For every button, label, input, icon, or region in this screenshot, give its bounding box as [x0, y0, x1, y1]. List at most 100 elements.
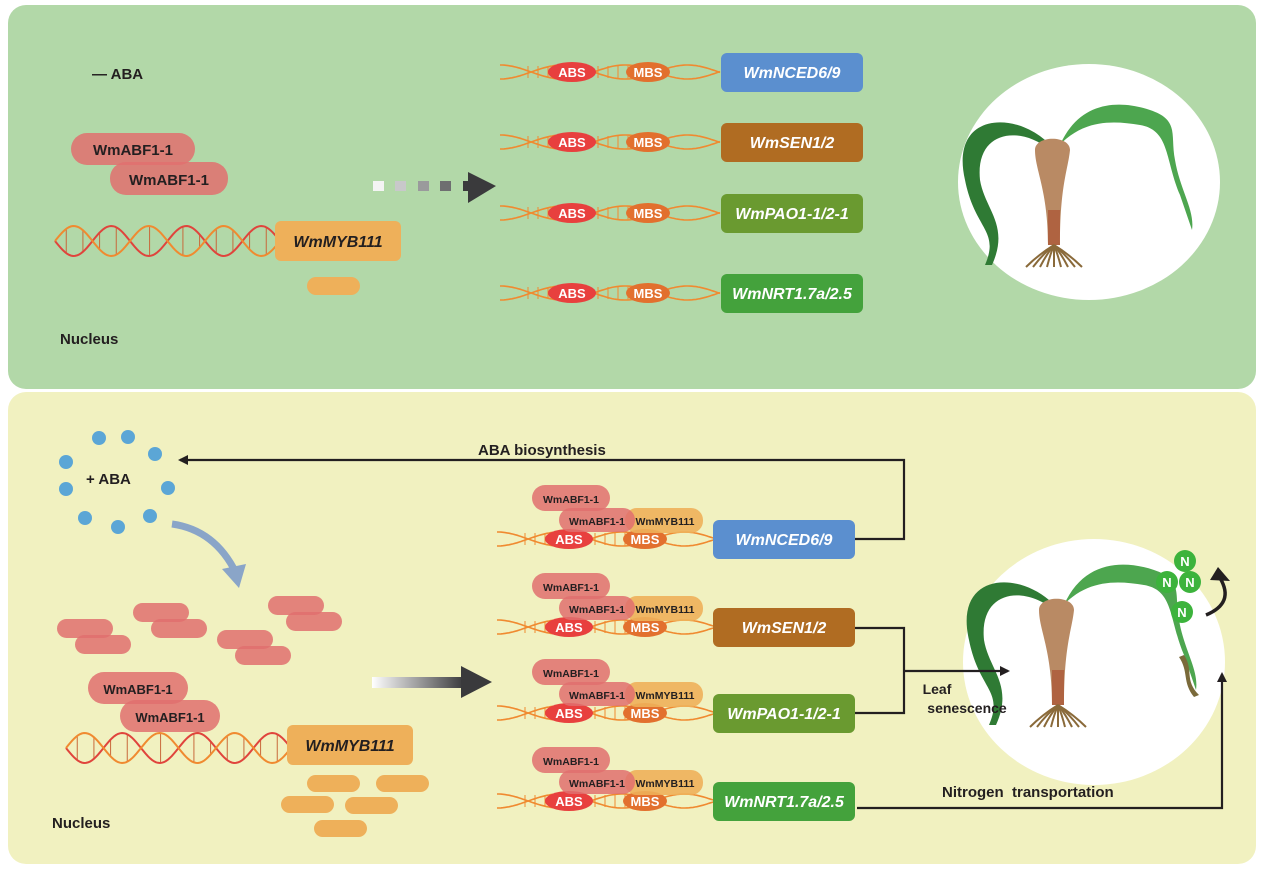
mbs-binding-site	[626, 132, 670, 152]
leaf-senescence-pathway: Leaf senescence	[855, 626, 1010, 716]
abs-site-label: ABS	[558, 286, 586, 301]
abf-protein-pill	[532, 659, 610, 685]
target-gene-box	[721, 194, 863, 233]
nitrogen-circle	[1156, 571, 1178, 593]
top-panel: — ABA WmABF1-1 WmABF1-1 WmMYB111 Nucleus…	[8, 5, 1256, 389]
myb-protein-pill	[314, 820, 367, 837]
tuber-base	[1048, 210, 1060, 245]
nucleus-label: Nucleus	[60, 331, 118, 348]
abs-binding-site	[545, 791, 593, 811]
myb-label: WmMYB111	[636, 778, 695, 790]
arrow-dash	[395, 181, 406, 191]
target-gene-box	[713, 608, 855, 647]
arrow-head	[463, 172, 496, 203]
abs-site-label: ABS	[555, 706, 583, 721]
abs-site-label: ABS	[558, 135, 586, 150]
feedback-line	[178, 455, 906, 541]
dna-strand	[500, 285, 721, 301]
aba-dot	[59, 482, 73, 496]
target-gene-box	[713, 782, 855, 821]
mbs-site-label: MBS	[631, 706, 660, 721]
mbs-binding-site	[623, 703, 667, 723]
myb-protein-pill	[307, 277, 360, 295]
abf-label: WmABF1-1	[569, 778, 625, 790]
mbs-site-label: MBS	[634, 206, 663, 221]
nitrogen-circle	[1174, 550, 1196, 572]
abs-site-label: ABS	[555, 620, 583, 635]
aba-induction-arrow	[171, 520, 246, 588]
myb-gene-label: WmMYB111	[293, 234, 382, 251]
nitrogen-transport-line	[857, 672, 1227, 810]
target-gene-label: WmNRT1.7a/2.5	[732, 286, 853, 303]
abf-dimer: WmABF1-1 WmABF1-1	[71, 133, 228, 195]
abs-site-label: ABS	[555, 532, 583, 547]
target-gene-label: WmPAO1-1/2-1	[735, 206, 849, 223]
abf-label: WmABF1-1	[569, 516, 625, 528]
mbs-binding-site	[626, 283, 670, 303]
abf-protein-pill	[151, 619, 207, 638]
mbs-binding-site	[623, 791, 667, 811]
nitrogen-remobilization-arrow	[1205, 577, 1227, 617]
abf-protein-pill	[532, 573, 610, 599]
root	[1057, 704, 1087, 728]
weak-activation-arrow	[373, 172, 496, 203]
tuber-base	[1052, 670, 1064, 705]
arrow-dash	[440, 181, 451, 191]
dna-strand	[500, 64, 721, 80]
arrow-dash	[373, 181, 384, 191]
abs-binding-site	[548, 62, 596, 82]
abf-label: WmABF1-1	[569, 604, 625, 616]
aba-dot	[148, 447, 162, 461]
abs-binding-site	[545, 617, 593, 637]
abf-protein-pill	[268, 596, 324, 615]
abf-protein-pill	[75, 635, 131, 654]
mbs-binding-site	[623, 617, 667, 637]
plant-circle	[958, 64, 1220, 300]
myb-protein-pill	[625, 508, 703, 533]
abf-label: WmABF1-1	[103, 682, 172, 697]
myb-label: WmMYB111	[636, 516, 695, 528]
mbs-binding-site	[626, 203, 670, 223]
abs-site-label: ABS	[555, 794, 583, 809]
myb-label: WmMYB111	[636, 690, 695, 702]
free-myb-proteins	[281, 775, 429, 837]
aba-dot	[143, 509, 157, 523]
aba-dot	[59, 455, 73, 469]
arrow-dash	[418, 181, 429, 191]
aba-molecules	[59, 430, 175, 534]
mbs-site-label: MBS	[634, 286, 663, 301]
abf-protein-pill	[133, 603, 189, 622]
target-gene-box	[713, 520, 855, 559]
aba-dot	[111, 520, 125, 534]
aba-dot	[78, 511, 92, 525]
minus-aba-label: — ABA	[92, 66, 143, 83]
aba-biosynthesis-label: ABA biosynthesis	[478, 442, 606, 459]
myb-protein-pill	[345, 797, 398, 814]
abf-protein-pill	[110, 162, 228, 195]
myb-label: WmMYB111	[636, 604, 695, 616]
abf-protein-pill	[57, 619, 113, 638]
dna-strand	[65, 731, 293, 765]
myb-protein-pill	[625, 596, 703, 621]
target-gene-label: WmNRT1.7a/2.5	[724, 794, 845, 811]
dna-strand	[500, 205, 721, 221]
abf-label: WmABF1-1	[543, 756, 599, 768]
abs-site-label: ABS	[558, 206, 586, 221]
abf-protein-pill	[559, 508, 635, 532]
leaf	[966, 582, 1054, 725]
nitrogen-circle	[1171, 601, 1193, 623]
nitrogen-transport-pathway: Nitrogen transportation	[857, 672, 1227, 810]
abs-binding-site	[548, 283, 596, 303]
abf-label: WmABF1-1	[569, 690, 625, 702]
mbs-binding-site	[626, 62, 670, 82]
abs-site-label: ABS	[558, 65, 586, 80]
abs-binding-site	[545, 529, 593, 549]
target-gene-box	[721, 274, 863, 313]
aba-dot	[121, 430, 135, 444]
